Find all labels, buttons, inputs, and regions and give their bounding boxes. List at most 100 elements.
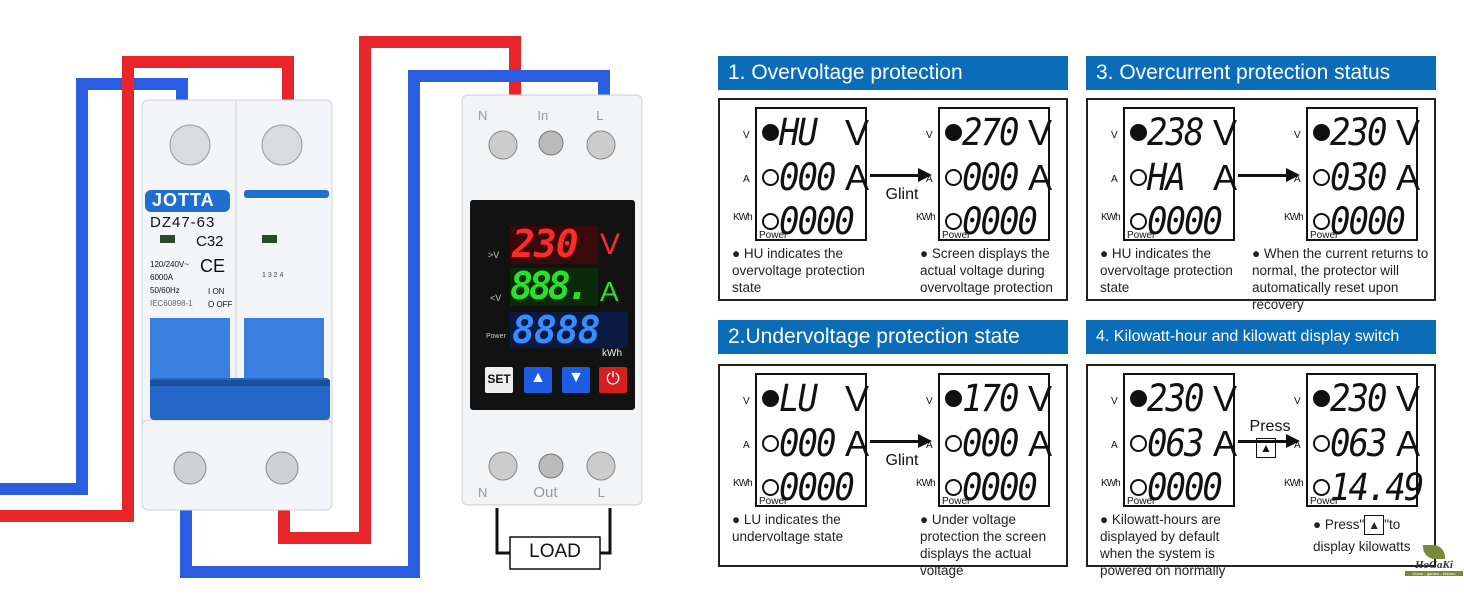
indicator-dot-icon [1313, 213, 1330, 230]
section-header: 4. Kilowatt-hour and kilowatt display sw… [1086, 320, 1436, 354]
breaker-model: DZ47-63 [150, 214, 216, 231]
row-label-kwh: KWh [1101, 212, 1121, 223]
current-readout: 888. [510, 264, 589, 308]
lcd-unit: A [1212, 157, 1237, 198]
arrow-icon [1238, 434, 1300, 448]
up-key-icon: ▲ [1364, 515, 1385, 536]
lcd-digits: 0000 [962, 200, 1038, 244]
lcd-digits: 230 [1147, 377, 1204, 421]
terminal-label: L [596, 108, 604, 123]
row-label-a: A [1111, 440, 1118, 451]
row-label-v: V [926, 130, 933, 141]
wiring-diagram [0, 36, 643, 578]
indicator-dot-icon [1313, 124, 1330, 141]
section-header: 3. Overcurrent protection status [1086, 56, 1436, 90]
wire-neutral-breaker-to-device [180, 70, 610, 578]
off-label: O OFF [208, 300, 233, 309]
indicator-dot-icon [945, 124, 962, 141]
lcd-digits: 170 [962, 377, 1019, 421]
voltage-readout: 230 [512, 222, 579, 266]
lcd-digits: 063 [1147, 422, 1204, 466]
note-text: ● Press" [1313, 517, 1365, 532]
section-header: 1. Overvoltage protection [718, 56, 1068, 90]
lcd-unit: V [1027, 112, 1052, 153]
logo-tagline: Home - garden - kitchen [1405, 571, 1463, 576]
up-key: ▲ [1256, 438, 1276, 458]
lcd-digits: HA [1147, 156, 1186, 200]
indicator-dot-icon [1313, 435, 1330, 452]
set-button[interactable]: SET [487, 372, 511, 386]
lcd-row-kwh: 0000 [942, 467, 1048, 509]
on-label: I ON [208, 287, 225, 296]
wire-live-in [0, 56, 294, 522]
power-label: Power [1310, 230, 1339, 241]
lcd-unit: V [1395, 378, 1420, 419]
lcd-digits: 030 [1330, 156, 1387, 200]
lcd-unit: A [844, 157, 869, 198]
down-button[interactable]: ▼ [568, 369, 584, 386]
section-header: 2.Undervoltage protection state [718, 320, 1068, 354]
indicator-dot-icon [945, 479, 962, 496]
leaf-icon [1423, 545, 1445, 559]
left-note: ● HU indicates the overvoltage protectio… [1100, 246, 1233, 295]
arrow-label: Press [1249, 418, 1291, 435]
logo-name: HoGaKi [1415, 559, 1453, 571]
lcd-digits: 238 [1147, 111, 1204, 155]
breaker-brand: JOTTA [152, 190, 215, 210]
lcd-unit: V [1212, 112, 1237, 153]
indicator-dot-icon [1130, 213, 1147, 230]
row-label-kwh: KWh [1284, 478, 1304, 489]
power-label: Power [1310, 496, 1339, 507]
left-note: ● LU indicates the undervoltage state [732, 512, 844, 544]
lcd-digits: 0000 [1330, 200, 1406, 244]
lcd-row-kwh: 0000 [1127, 201, 1233, 243]
indicator-dot-icon [1313, 169, 1330, 186]
right-note: ● Under voltage protection the screen di… [920, 512, 1047, 578]
breaker-terminal-diagram: 1 3 2 4 [262, 272, 284, 279]
row-label-v: V [1111, 396, 1118, 407]
undervoltage-label: <V [490, 293, 502, 303]
terminal-label: N [478, 485, 488, 500]
note-text: "to display kilowatts [1313, 517, 1411, 554]
row-label-a: A [1111, 174, 1118, 185]
lcd-digits: 230 [1330, 377, 1387, 421]
lcd-digits: 000 [779, 422, 836, 466]
lcd-digits: 14.49 [1330, 466, 1424, 510]
row-label-v: V [1294, 396, 1301, 407]
lcd-unit: V [1212, 378, 1237, 419]
indicator-dot-icon [1313, 479, 1330, 496]
right-note: ● Press"▲"to display kilowatts [1313, 514, 1433, 558]
lcd-row-kwh: 0000 [759, 200, 865, 244]
power-label: Power [942, 230, 971, 241]
indicator-dot-icon [945, 435, 962, 452]
row-label-v: V [743, 130, 750, 141]
terminal-label: Out [533, 484, 558, 501]
arrow-label: Glint [885, 186, 919, 203]
indicator-dot-icon [945, 213, 962, 230]
up-button[interactable]: ▲ [530, 369, 546, 386]
lcd-digits: 0000 [779, 200, 855, 244]
lcd-unit: A [844, 423, 869, 464]
power-button[interactable]: ⏻ [606, 369, 620, 388]
voltage-unit: V [600, 228, 621, 261]
indicator-dot-icon [1130, 169, 1147, 186]
indicator-dot-icon [762, 479, 779, 496]
right-note: ● When the current returns to normal, th… [1252, 246, 1429, 312]
